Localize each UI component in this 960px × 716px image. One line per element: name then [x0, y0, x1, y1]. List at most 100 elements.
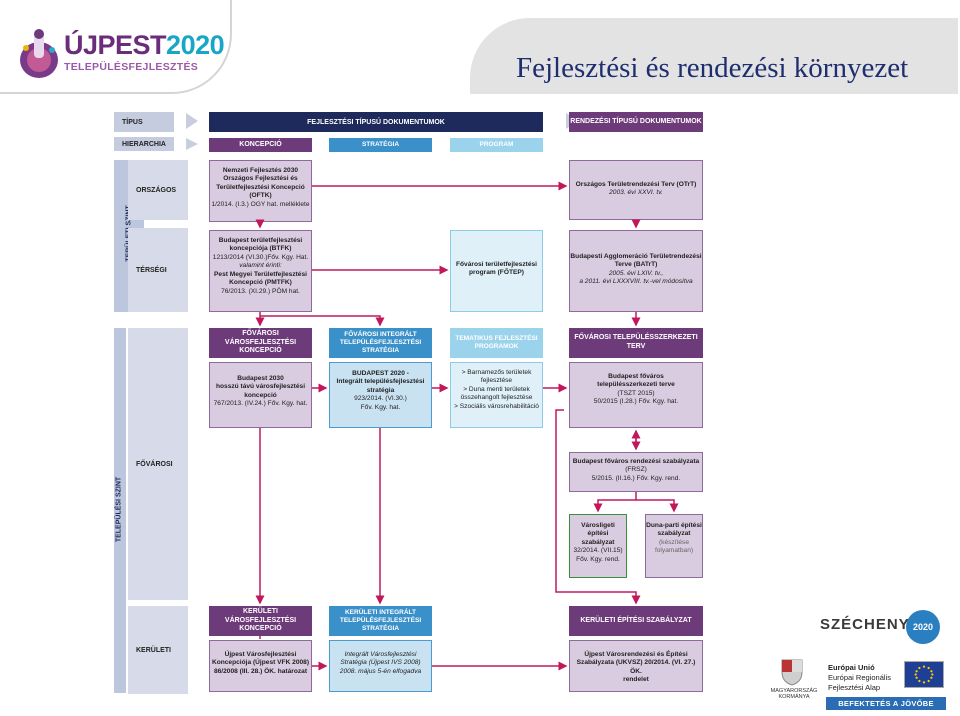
oftk-l5: 1/2014. (I.3.) OGY hat. melléklete: [211, 200, 310, 208]
fov-tszt-header: FŐVÁROSI TELEPÜLÉSSZERKEZETI TERV: [569, 328, 703, 358]
szechenyi-badge: 2020: [906, 610, 940, 644]
varosliget-l3: 32/2014. (VII.15): [573, 547, 623, 555]
eu-flag-icon: [904, 661, 944, 688]
program-header: PROGRAM: [450, 138, 543, 152]
tematikus-l3: > Duna menti területek: [463, 385, 530, 393]
tematikus-l4: összehangolt fejlesztése: [460, 394, 533, 402]
vfk-box: Újpest Városfejlesztési Koncepciója (Újp…: [209, 640, 312, 692]
btfk-l5: Pest Megyei Területfejlesztési: [214, 270, 307, 278]
bp2020-l3: stratégia: [366, 386, 395, 394]
tipus-label: TÍPUS: [114, 112, 174, 132]
oftk-l4: (OFTK): [249, 192, 272, 200]
ivs-l1: Integrált Városfejlesztési: [344, 651, 417, 658]
befektetes-banner: BEFEKTETÉS A JÖVŐBE: [826, 697, 946, 710]
bp2020-l1: BUDAPEST 2020 -: [352, 370, 409, 377]
logo-name: ÚJPEST2020: [64, 30, 225, 60]
eu-l1: Európai Unió: [828, 663, 875, 672]
koncepcio-header: KONCEPCIÓ: [209, 138, 312, 152]
frsz-l2: (FRSZ): [625, 466, 647, 474]
varosliget-box: Városligeti építési szabályzat 32/2014. …: [569, 514, 627, 578]
tersegi-row-label: TÉRSÉGI: [128, 228, 188, 312]
bp2020-box: BUDAPEST 2020 - Integrált településfejle…: [329, 362, 432, 428]
ukvsz-l2: Szabályzata (UKVSZ) 20/2014. (VI. 27.) Ö…: [576, 659, 696, 675]
logo-subtitle: TELEPÜLÉSFEJLESZTÉS: [64, 61, 199, 73]
bp2020-l4: 923/2014. (VI.30.): [354, 395, 407, 403]
diagram: TÍPUS HIERARCHIA FEJLESZTÉSI TÍPUSÚ DOKU…: [114, 110, 704, 695]
fejlesztesi-header: FEJLESZTÉSI TÍPUSÚ DOKUMENTUMOK: [209, 112, 543, 132]
varosliget-l1: Városligeti építési: [581, 522, 615, 538]
frsz-l3: 5/2015. (II.16.) Főv. Kgy. rend.: [591, 474, 681, 482]
ker-epitesi-header: KERÜLETI ÉPÍTÉSI SZABÁLYZAT: [569, 606, 703, 636]
tematikus-box: > Barnamezős területek fejlesztése > Dun…: [450, 362, 543, 428]
fotep-l1: Fővárosi területfejlesztési: [456, 261, 537, 268]
btfk-l7: 76/2013. (XI.29.) PÖM hat.: [221, 287, 300, 295]
hierarchia-label: HIERARCHIA: [114, 137, 174, 151]
keruleti-row-label: KERÜLETI: [128, 606, 188, 694]
page-title: Fejlesztési és rendezési környezet: [516, 52, 909, 84]
oftk-l2: Országos Fejlesztési és: [223, 175, 298, 183]
dunaparti-l2: szabályzat: [657, 530, 691, 538]
frsz-box: Budapest főváros rendezési szabályzata (…: [569, 452, 703, 492]
dunaparti-l1: Duna-parti építési: [646, 522, 702, 529]
bp2020-l5: Főv. Kgy. hat.: [360, 403, 401, 411]
batrt-box: Budapesti Agglomeráció Területrendezési …: [569, 230, 703, 312]
bp2020-l2: Integrált településfejlesztési: [336, 378, 425, 386]
logo-year: 2020: [166, 30, 225, 60]
batrt-l3: 2005. évi LXIV. tv.,: [608, 269, 664, 277]
varosliget-l4: Főv. Kgy. rend.: [576, 555, 620, 563]
ukvsz-l1: Újpest Városrendezési és Építési: [584, 651, 688, 658]
btfk-l6: Koncepció (PMTFK): [229, 279, 292, 287]
batrt-l4: a 2011. évi LXXXVIII. tv.-vel módosítva: [579, 278, 693, 286]
hungary-crest-icon: [781, 659, 803, 686]
tematikus-header: TEMATIKUS FEJLESZTÉSI PROGRAMOK: [450, 328, 543, 358]
ottrt-box: Országos Területrendezési Terv (OTrT) 20…: [569, 160, 703, 220]
bp2030-l1: Budapest 2030: [237, 375, 284, 382]
title-area: [470, 18, 958, 94]
tszt-box: Budapest főváros településszerkezeti ter…: [569, 362, 703, 428]
fotep-box: Fővárosi területfejlesztési program (FŐT…: [450, 230, 543, 312]
dunaparti-l3: (készítése: [658, 538, 690, 546]
fov-its-header: FŐVÁROSI INTEGRÁLT TELEPÜLÉSFEJLESZTÉSI …: [329, 328, 432, 358]
ukvsz-l3: rendelet: [623, 676, 649, 684]
frsz-l1: Budapest főváros rendezési szabályzata: [572, 458, 700, 465]
eu-text: Európai Unió Európai Regionális Fejleszt…: [828, 663, 891, 692]
bp2030-box: Budapest 2030 hosszú távú városfejleszté…: [209, 362, 312, 428]
btfk-l2: koncepciója (BTFK): [229, 245, 292, 253]
orszagos-row-label: ORSZÁGOS: [128, 160, 188, 220]
vfk-l3: 86/2008 (III. 28.) ÖK. határozat: [213, 667, 308, 675]
fotep-l2: program (FŐTEP): [469, 269, 524, 277]
telepulesi-szint-band: [114, 328, 126, 693]
ottrt-l2: 2003. évi XXVI. tv.: [609, 189, 663, 197]
oftk-l1: Nemzeti Fejlesztés 2030: [222, 167, 299, 174]
btfk-l1: Budapest területfejlesztési: [218, 237, 303, 244]
strategia-header: STRATÉGIA: [329, 138, 432, 152]
dunaparti-l4: folyamatban): [654, 547, 694, 555]
hungary-government-text: MAGYARORSZÁG KORMÁNYA: [770, 688, 818, 700]
tematikus-l5: > Szociális városrehabilitáció: [454, 402, 539, 410]
vfk-l2: Koncepciója (Újpest VFK 2008): [211, 659, 310, 667]
fovarosi-text: FŐVÁROSI: [136, 460, 173, 468]
tszt-l4: 50/2015 (I.28.) Főv. Kgy. hat.: [593, 398, 679, 406]
rendezesi-header: RENDEZÉSI TÍPUSÚ DOKUMENTUMOK: [569, 112, 703, 132]
ivs-l3: 2008. május 5-én elfogadva: [339, 667, 422, 675]
tematikus-l1: > Barnamezős területek: [461, 369, 532, 376]
bp2030-l2: hosszú távú városfejlesztési: [215, 383, 306, 391]
eu-l3: Fejlesztési Alap: [828, 682, 881, 692]
ker-its-header: KERÜLETI INTEGRÁLT TELEPÜLÉSFEJLESZTÉSI …: [329, 606, 432, 636]
btfk-l4: valamint érinti:: [239, 262, 282, 270]
bp2030-l3: koncepció: [244, 391, 277, 399]
ottrt-l1: Országos Területrendezési Terv (OTrT): [575, 181, 697, 188]
tszt-l1: Budapest főváros: [608, 373, 664, 380]
fovarosi-row-label: FŐVÁROSI: [128, 328, 188, 600]
eu-l2: Európai Regionális: [828, 672, 891, 682]
tszt-l2: településszerkezeti terve: [597, 381, 675, 389]
szechenyi-logo: SZÉCHENYI: [820, 616, 915, 633]
tszt-l3: (TSZT 2015): [617, 389, 655, 397]
ivs-box: Integrált Városfejlesztési Stratégia (Új…: [329, 640, 432, 692]
bp2030-l4: 767/2013. (IV.24.) Főv. Kgy. hat.: [213, 400, 308, 408]
dunaparti-box: Duna-parti építési szabályzat (készítése…: [645, 514, 703, 578]
ujpest-logo-icon: [20, 29, 58, 78]
ukvsz-box: Újpest Városrendezési és Építési Szabály…: [569, 640, 703, 692]
ivs-l2: Stratégia (Újpest IVS 2008): [340, 659, 421, 667]
oftk-l3: Területfejlesztési Koncepció: [216, 183, 305, 191]
